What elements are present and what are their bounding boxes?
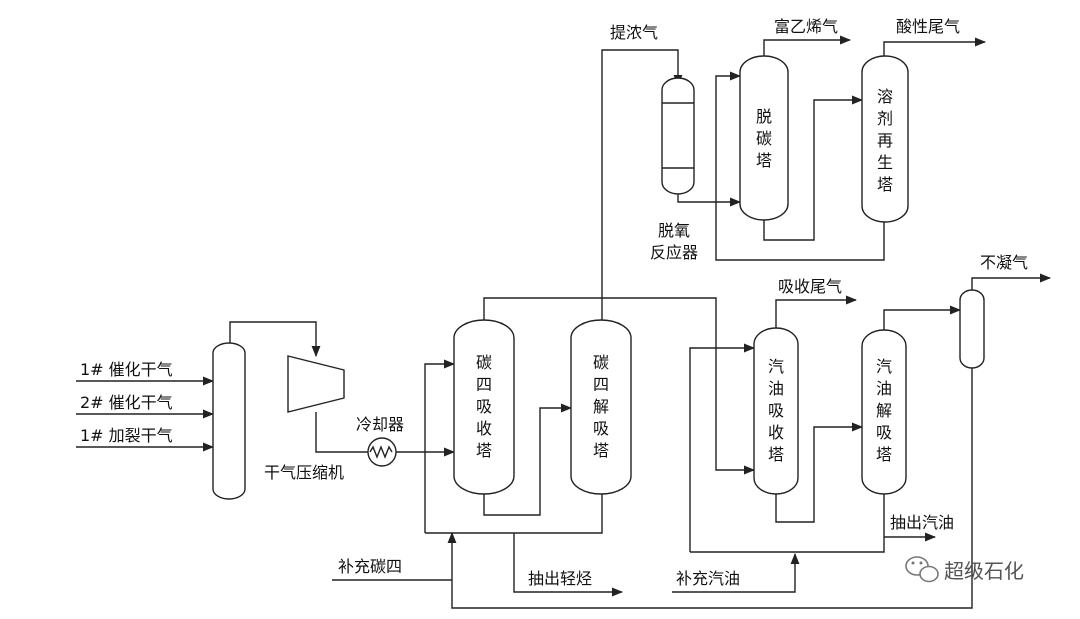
lean-solvent-line — [424, 359, 456, 533]
acid-tail-gas-line — [883, 37, 987, 56]
ethylene-rich-gas-line — [763, 35, 852, 58]
svg-text:吸: 吸 — [476, 397, 492, 416]
svg-text:塔: 塔 — [756, 151, 772, 170]
gasoline-absorber-label: 汽 油 吸 收 塔 — [768, 357, 784, 464]
svg-text:剂: 剂 — [877, 109, 893, 128]
cooler-icon — [367, 437, 397, 467]
compressor-label: 干气压缩机 — [264, 463, 344, 482]
ethylene-rich-gas-label: 富乙烯气 — [774, 17, 838, 36]
deoxy-reactor-label-2: 反应器 — [650, 243, 698, 262]
makeup-gasoline-label: 补充汽油 — [676, 569, 740, 588]
svg-text:碳: 碳 — [476, 353, 492, 372]
c4-absorber-tower — [453, 319, 515, 495]
svg-text:塔: 塔 — [476, 441, 492, 460]
non-condensable-gas-label: 不凝气 — [980, 253, 1028, 272]
solvent-regen-label: 溶 剂 再 生 塔 — [877, 87, 893, 194]
decarbonizer-label: 脱 碳 塔 — [756, 107, 772, 170]
absorption-tail-gas-label: 吸收尾气 — [778, 277, 842, 296]
svg-text:四: 四 — [593, 375, 609, 394]
non-condensable-gas-drum — [959, 289, 985, 369]
svg-text:塔: 塔 — [877, 175, 893, 194]
absorber-top-to-gasoline-absorber-line — [483, 297, 756, 475]
svg-text:生: 生 — [877, 153, 893, 172]
watermark-text: 超级石化 — [944, 559, 1024, 583]
feed-label-3: 1# 加裂干气 — [80, 426, 173, 445]
svg-text:油: 油 — [876, 379, 892, 398]
svg-text:碳: 碳 — [593, 353, 609, 372]
svg-text:塔: 塔 — [768, 445, 784, 464]
drum-to-compressor-line — [229, 321, 321, 358]
stream-labels: 1# 催化干气 2# 催化干气 1# 加裂干气 干气压缩机 冷却器 提浓气 富乙… — [80, 17, 1028, 588]
gasoline-desorber-overhead-line — [883, 305, 962, 332]
svg-text:收: 收 — [768, 423, 784, 442]
svg-text:吸: 吸 — [876, 423, 892, 442]
svg-text:汽: 汽 — [876, 357, 892, 376]
knockout-drum — [212, 342, 246, 500]
svg-text:油: 油 — [768, 379, 784, 398]
light-hc-out-line — [513, 533, 624, 597]
feed-label-2: 2# 催化干气 — [80, 393, 173, 412]
gasoline-desorber-tower — [861, 329, 907, 495]
concentrated-gas-line — [601, 49, 683, 320]
svg-text:塔: 塔 — [593, 441, 609, 460]
reactor-to-decarbonizer-line — [677, 192, 742, 207]
watermark: 超级石化 — [905, 556, 1024, 583]
gasoline-out-label: 抽出汽油 — [890, 513, 954, 532]
cooler-coil-icon — [369, 445, 393, 459]
svg-text:汽: 汽 — [768, 357, 784, 376]
svg-text:吸: 吸 — [768, 401, 784, 420]
tower-labels: 碳 四 吸 收 塔 碳 四 解 吸 塔 汽 油 吸 收 塔 汽 油 解 吸 塔 — [476, 87, 893, 464]
svg-text:收: 收 — [476, 419, 492, 438]
equipment — [212, 55, 985, 500]
svg-text:再: 再 — [877, 131, 893, 150]
feed-label-1: 1# 催化干气 — [80, 360, 173, 379]
svg-text:脱: 脱 — [756, 107, 772, 126]
svg-text:解: 解 — [876, 401, 892, 420]
svg-text:溶: 溶 — [877, 87, 893, 106]
light-hc-out-label: 抽出轻烃 — [528, 569, 592, 588]
lean-gasoline-line — [689, 343, 756, 552]
svg-text:四: 四 — [476, 375, 492, 394]
svg-text:碳: 碳 — [756, 129, 772, 148]
drum-bottom-recycle-line — [447, 366, 973, 609]
piping — [76, 35, 1052, 609]
gasoline-desorber-bottom-line — [690, 493, 885, 553]
lean-amine-return-line — [715, 71, 885, 261]
gasoline-absorber-to-desorber-line — [775, 422, 864, 523]
gasoline-absorber-tower — [753, 327, 799, 495]
wechat-icon — [905, 556, 939, 583]
makeup-c4-label: 补充碳四 — [338, 557, 402, 576]
makeup-gasoline-line — [672, 552, 800, 593]
absorption-tail-gas-line — [775, 295, 858, 330]
c4-absorber-label: 碳 四 吸 收 塔 — [476, 353, 492, 460]
acid-tail-gas-label: 酸性尾气 — [896, 17, 960, 36]
concentrated-gas-label: 提浓气 — [610, 23, 658, 42]
decarbonizer-to-regen-line — [763, 95, 864, 241]
absorber-bottom-to-desorber-line — [483, 403, 573, 516]
c4-desorber-label: 碳 四 解 吸 塔 — [593, 353, 609, 460]
solvent-regeneration-tower — [861, 55, 909, 223]
decarbonizer-tower — [739, 55, 789, 221]
desorber-bottom-line — [425, 493, 603, 534]
svg-text:解: 解 — [593, 397, 609, 416]
c4-desorber-tower — [570, 319, 632, 495]
deoxy-reactor-label-1: 脱氧 — [658, 221, 690, 240]
non-condensable-gas-line — [971, 273, 1052, 292]
dry-gas-compressor — [287, 355, 345, 413]
gasoline-desorber-label: 汽 油 解 吸 塔 — [876, 357, 892, 464]
compressor-to-cooler-line — [315, 412, 368, 453]
svg-text:吸: 吸 — [593, 419, 609, 438]
svg-text:塔: 塔 — [876, 445, 892, 464]
cooler-label: 冷却器 — [356, 415, 404, 434]
deoxygenation-reactor — [661, 77, 695, 195]
